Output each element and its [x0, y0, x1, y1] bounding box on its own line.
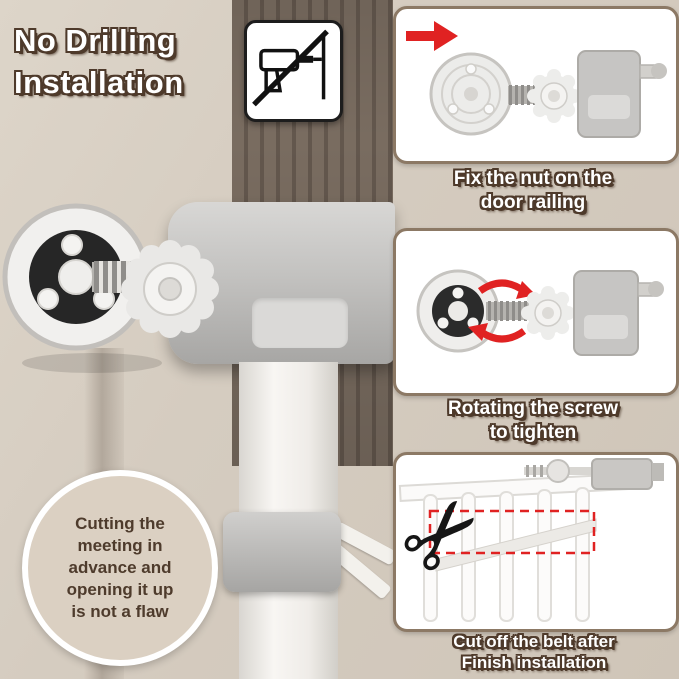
step-3-caption-line-2: Finish installation: [461, 653, 607, 673]
tension-knob: [527, 69, 581, 123]
wall-cup-disc: [2, 203, 150, 351]
tension-knob: [121, 240, 219, 338]
note-line-2: meeting in: [77, 535, 163, 555]
title-line-2: Installation: [14, 64, 184, 100]
note-line-3: advance and: [68, 557, 172, 577]
note-bubble: Cutting the meeting in advance and openi…: [22, 470, 218, 666]
step-3-caption-line-1: Cut off the belt after: [453, 632, 615, 651]
step-1-caption-line-2: door railing: [480, 191, 586, 213]
gate-bottom-bracket: [223, 512, 341, 592]
step-2-caption-line-2: to tighten: [489, 421, 577, 443]
note-line-4: opening it up: [66, 580, 174, 600]
gate-frame-plate: [252, 298, 348, 348]
tension-knob: [521, 286, 575, 340]
step-2-caption: Rotating the screw to tighten: [397, 397, 669, 445]
step-3-caption: Cut off the belt after Finish installati…: [395, 631, 673, 674]
title-line-1: No Drilling: [14, 23, 177, 58]
drill-icon: [252, 29, 329, 107]
threaded-screw: [486, 301, 530, 321]
note-line-5: is not a flaw: [71, 602, 169, 622]
gate-frame-housing: [573, 270, 664, 356]
gate-frame-housing: [577, 50, 667, 138]
step-1-caption-line-1: Fix the nut on the: [453, 168, 613, 189]
step-2-caption-line-1: Rotating the screw: [448, 398, 618, 419]
note-line-1: Cutting the: [75, 513, 165, 533]
step-card-3: ✂: [377, 452, 679, 632]
excess-belt: [435, 518, 597, 572]
step-2-illustration: [416, 269, 664, 356]
rotation-arrows-icon: [468, 279, 536, 343]
disc-shadow: [22, 353, 162, 373]
no-drilling-icon: [244, 20, 343, 122]
cut-here-highlight: [428, 509, 596, 555]
nut-disc: [429, 52, 513, 136]
pressure-mount-assembly: [2, 203, 219, 373]
red-arrow-icon: [406, 21, 458, 51]
step-3-illustration: [398, 458, 664, 622]
step-1-illustration: [406, 21, 667, 138]
step-1-caption: Fix the nut on the door railing: [397, 167, 669, 215]
gate-bars: [423, 487, 590, 622]
pressure-mount: [524, 458, 664, 490]
page-title: No Drilling Installation: [14, 20, 184, 104]
step-card-1: [393, 6, 679, 164]
step-card-2: [393, 228, 679, 396]
